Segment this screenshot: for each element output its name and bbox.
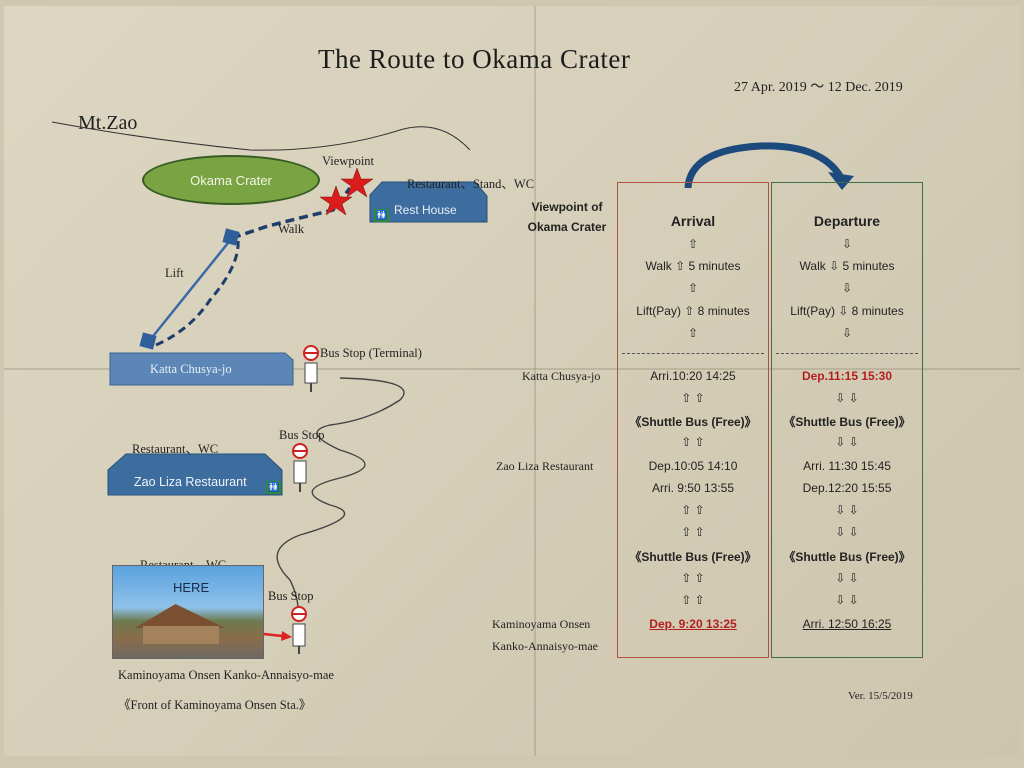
bus-stop-label-kaminoyama: Bus Stop: [268, 589, 314, 603]
viewpoint-label: Viewpoint: [322, 154, 375, 168]
row-label-katta: Katta Chusya-jo: [522, 369, 601, 383]
katta-label: Katta Chusya-jo: [150, 362, 232, 376]
lift-label: Lift: [165, 266, 184, 280]
departure-walk: Walk ⇩ 5 minutes: [799, 259, 895, 273]
row-label-zao: Zao Liza Restaurant: [496, 459, 594, 473]
restaurant-wc-label-zao: Restaurant、WC: [132, 442, 219, 456]
departure-column: Departure ⇩ Walk ⇩ 5 minutes ⇩ Lift(Pay)…: [771, 182, 923, 658]
arrow-down-pair: ⇩ ⇩: [835, 391, 859, 405]
departure-lift: Lift(Pay) ⇩ 8 minutes: [790, 304, 904, 318]
kaminoyama-stop-label: Kaminoyama Onsen Kanko-Annaisyo-mae: [118, 668, 334, 682]
row-label-kaminoyama-2: Kanko-Annaisyo-mae: [492, 639, 598, 653]
kaminoyama-photo: HERE: [112, 565, 264, 659]
bus-road: [276, 377, 405, 621]
dashed-divider: [622, 353, 764, 354]
arrow-down-pair: ⇩ ⇩: [835, 593, 859, 607]
viewpoint-row-label: Viewpoint of Okama Crater: [527, 200, 607, 234]
red-arrow-head: [281, 631, 292, 641]
shuttle-bus-label: 《Shuttle Bus (Free)》: [629, 415, 757, 429]
zao-liza-label: Zao Liza Restaurant: [134, 475, 247, 489]
arrow-up-pair: ⇧ ⇧: [681, 571, 705, 585]
bus-stop-icon-kaminoyama: [291, 606, 307, 654]
arrival-lift: Lift(Pay) ⇧ 8 minutes: [636, 304, 750, 318]
shuttle-bus-label: 《Shuttle Bus (Free)》: [629, 550, 757, 564]
arrow-down: ⇩: [841, 237, 853, 251]
here-label: HERE: [173, 580, 210, 595]
rest-house-shape: [369, 181, 488, 223]
zao-liza-shape: [107, 453, 283, 496]
shuttle-bus-label: 《Shuttle Bus (Free)》: [783, 415, 911, 429]
version-label: Ver. 15/5/2019: [848, 690, 913, 702]
arrow-down: ⇩: [841, 281, 853, 295]
building-roof: [135, 604, 225, 628]
rest-house-label: Rest House: [394, 203, 457, 217]
arrow-up: ⇧: [687, 237, 699, 251]
arrow-down: ⇩: [841, 326, 853, 340]
lift-line: [149, 237, 233, 341]
building-wall: [143, 626, 219, 644]
arrow-up-pair: ⇧ ⇧: [681, 525, 705, 539]
toilet-icon-zao: 🚻: [266, 481, 282, 494]
arrival-kaminoyama-time: Dep. 9:20 13:25: [649, 617, 737, 631]
bus-stop-label-zao: Bus Stop: [279, 428, 325, 442]
arrival-header: Arrival: [670, 213, 716, 229]
arrow-down-pair: ⇩ ⇩: [835, 525, 859, 539]
arrow-down-pair: ⇩ ⇩: [835, 503, 859, 517]
lift-bottom-station: [139, 332, 157, 350]
mountain-ridge-line: [51, 121, 471, 151]
front-of-station-label: 《Front of Kaminoyama Onsen Sta.》: [118, 698, 312, 712]
departure-zao-arr-time: Arri. 11:30 15:45: [803, 459, 891, 473]
lift-top-station: [222, 228, 240, 246]
loop-arrow: [684, 142, 854, 190]
date-range: 27 Apr. 2019 ～ 12 Dec. 2019: [734, 80, 903, 95]
arrival-katta-time: Arri.10:20 14:25: [650, 369, 736, 383]
viewpoint-star-2: [319, 185, 353, 216]
shuttle-bus-label: 《Shuttle Bus (Free)》: [783, 550, 911, 564]
row-label-kaminoyama-1: Kaminoyama Onsen: [492, 617, 591, 631]
katta-shape: [109, 352, 294, 386]
viewpoint-star-1: [340, 167, 374, 198]
arrow-up-pair: ⇧ ⇧: [681, 503, 705, 517]
departure-header: Departure: [813, 213, 881, 229]
arrow-down-pair: ⇩ ⇩: [835, 571, 859, 585]
walk-label: Walk: [278, 222, 305, 236]
toilet-icon-rest-house: 🚻: [374, 209, 390, 222]
arrow-up-pair: ⇧ ⇧: [681, 435, 705, 449]
departure-zao-dep-time: Dep.12:20 15:55: [802, 481, 892, 495]
page-title: The Route to Okama Crater: [318, 44, 631, 74]
bus-stop-terminal-label: Bus Stop (Terminal): [320, 346, 422, 360]
mountain-label: Mt.Zao: [78, 112, 138, 134]
arrow-up: ⇧: [687, 326, 699, 340]
departure-kaminoyama-time: Arri. 12:50 16:25: [802, 617, 892, 631]
arrival-zao-arr-time: Arri. 9:50 13:55: [651, 481, 735, 495]
arrow-up: ⇧: [687, 281, 699, 295]
arrow-up-pair: ⇧ ⇧: [681, 391, 705, 405]
okama-crater-area: Okama Crater: [142, 155, 320, 205]
departure-katta-time: Dep.11:15 15:30: [801, 369, 893, 383]
arrow-up-pair: ⇧ ⇧: [681, 593, 705, 607]
fold-line-vertical: [534, 6, 536, 756]
arrival-zao-dep-time: Dep.10:05 14:10: [648, 459, 738, 473]
route-map-drawing: [51, 121, 488, 654]
lift-dashed-path: [155, 239, 240, 347]
bus-stop-icon-terminal: [303, 345, 319, 392]
arrow-down-pair: ⇩ ⇩: [835, 435, 859, 449]
arrival-column: Arrival ⇧ Walk ⇧ 5 minutes ⇧ Lift(Pay) ⇧…: [617, 182, 769, 658]
bus-stop-icon-zao: [292, 443, 308, 492]
arrival-walk: Walk ⇧ 5 minutes: [645, 259, 741, 273]
restaurant-stand-label: Restaurant、Stand、WC: [407, 177, 535, 191]
dashed-divider: [776, 353, 918, 354]
fold-line-horizontal: [4, 368, 1020, 370]
